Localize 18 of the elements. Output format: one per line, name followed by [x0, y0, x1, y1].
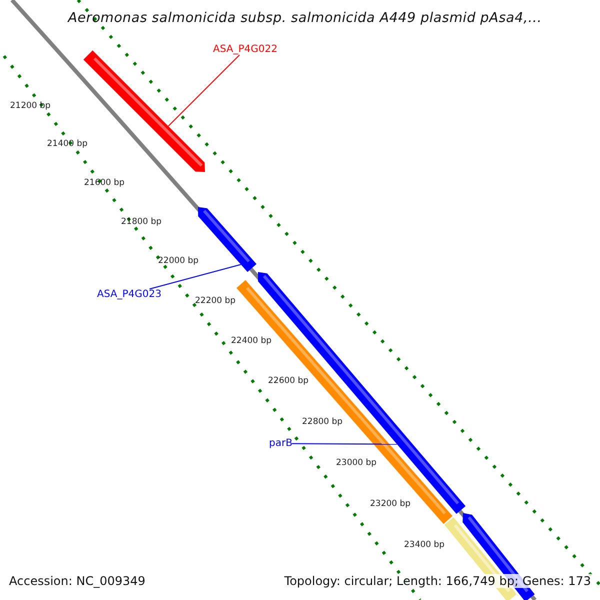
- gene-feature: [198, 207, 256, 272]
- leader-line: [168, 54, 240, 127]
- gene-label: parB: [269, 438, 292, 449]
- footer-text: Accession: NC_009349: [7, 574, 148, 588]
- tick-label: 21800 bp: [121, 217, 162, 227]
- leader-line: [149, 264, 242, 290]
- title: Aeromonas salmonicida subsp. salmonicida A449 plasmid pAsa4,...: [68, 10, 542, 26]
- tick-label: 22600 bp: [268, 376, 309, 386]
- footer-text: Topology: circular; Length: 166,749 bp; Genes: 173: [282, 574, 593, 588]
- gene-label: ASA_P4G023: [97, 289, 162, 300]
- tick-label: 22800 bp: [302, 417, 343, 427]
- leader-line: [292, 443, 398, 445]
- tick-label: 22400 bp: [231, 336, 272, 346]
- tick-label: 23200 bp: [370, 499, 411, 509]
- tick-label: 23000 bp: [336, 458, 377, 468]
- tick-label: 21400 bp: [47, 139, 88, 149]
- gene-label: ASA_P4G022: [213, 44, 278, 55]
- tick-label: 22000 bp: [158, 256, 199, 266]
